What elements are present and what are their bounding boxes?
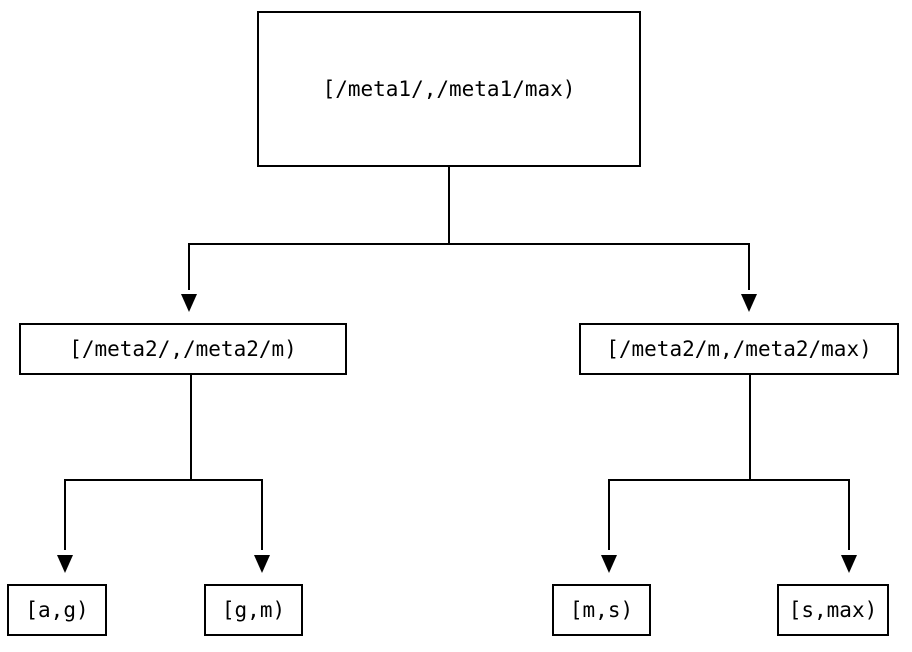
- node-label: [s,max): [789, 598, 878, 622]
- edge-connector-line: [447, 166, 751, 290]
- tree-node-leaf-g-m[interactable]: [g,m): [203, 583, 304, 637]
- node-box: [578, 322, 900, 376]
- node-box: [551, 583, 652, 637]
- tree-edge: [189, 374, 270, 573]
- tree-edge: [57, 374, 193, 573]
- node-box: [18, 322, 348, 376]
- tree-node-mid-right[interactable]: [/meta2/m,/meta2/max): [578, 322, 900, 376]
- node-label: [/meta2/,/meta2/m): [69, 337, 297, 361]
- tree-edge: [748, 374, 857, 573]
- node-box: [256, 10, 642, 168]
- edge-arrowhead-icon: [57, 555, 73, 573]
- edge-arrowhead-icon: [181, 294, 197, 312]
- edge-connector-line: [187, 166, 451, 290]
- node-box: [203, 583, 304, 637]
- node-label: [m,s): [570, 598, 633, 622]
- edge-arrowhead-icon: [601, 555, 617, 573]
- tree-edge: [181, 166, 451, 312]
- tree-node-root[interactable]: [/meta1/,/meta1/max): [256, 10, 642, 168]
- edge-connector-line: [607, 374, 752, 550]
- node-label: [/meta2/m,/meta2/max): [606, 337, 872, 361]
- tree-node-leaf-m-s[interactable]: [m,s): [551, 583, 652, 637]
- tree-node-leaf-a-g[interactable]: [a,g): [6, 583, 108, 637]
- node-label: [/meta1/,/meta1/max): [323, 77, 576, 101]
- edge-arrowhead-icon: [841, 555, 857, 573]
- tree-edge: [447, 166, 757, 312]
- tree-node-leaf-s-max[interactable]: [s,max): [776, 583, 890, 637]
- nodes-layer: [/meta1/,/meta1/max) [/meta2/,/meta2/m) [/…: [6, 10, 900, 637]
- tree-node-mid-left[interactable]: [/meta2/,/meta2/m): [18, 322, 348, 376]
- edge-connector-line: [189, 374, 264, 550]
- node-box: [6, 583, 108, 637]
- edge-connector-line: [748, 374, 851, 550]
- edges-layer: [57, 166, 857, 573]
- node-label: [g,m): [222, 598, 285, 622]
- node-label: [a,g): [25, 598, 88, 622]
- tree-edge: [601, 374, 752, 573]
- edge-arrowhead-icon: [741, 294, 757, 312]
- edge-connector-line: [63, 374, 193, 550]
- node-box: [776, 583, 890, 637]
- edge-arrowhead-icon: [254, 555, 270, 573]
